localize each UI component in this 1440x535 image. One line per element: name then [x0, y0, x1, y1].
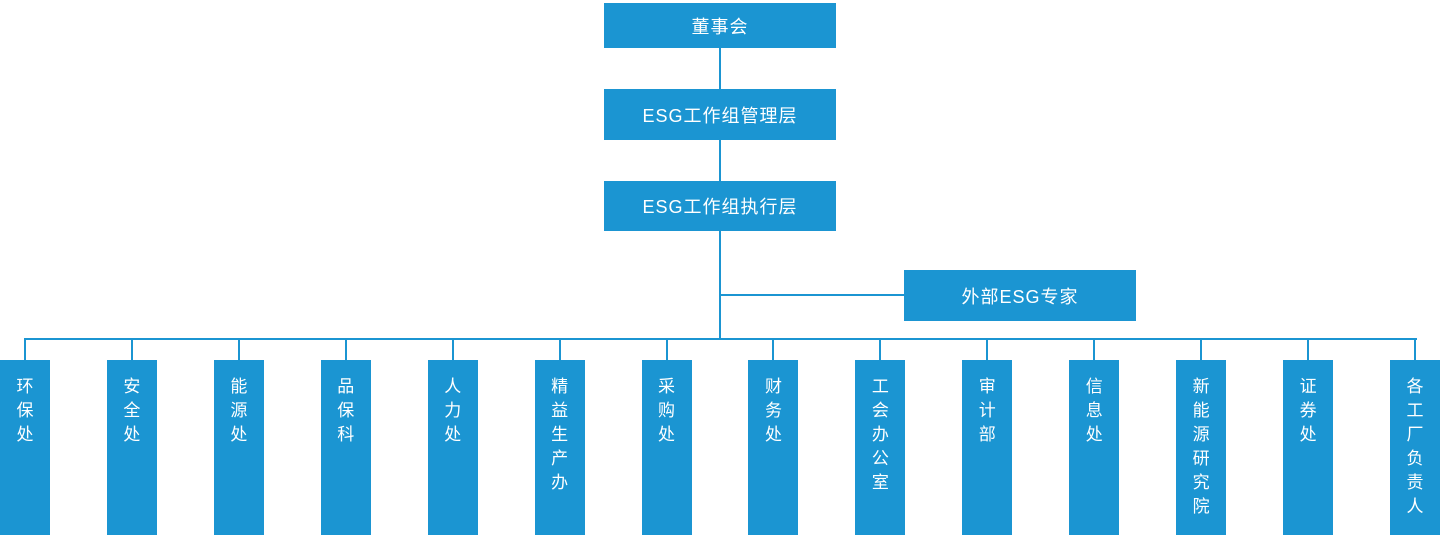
department-label: 新 能 源 研 究 院	[1192, 377, 1210, 516]
department-label: 审 计 部	[978, 377, 996, 444]
department-box: 品 保 科	[320, 360, 371, 535]
department-node: 采 购 处	[641, 340, 692, 535]
connector-line	[24, 340, 26, 360]
department-label: 信 息 处	[1085, 377, 1103, 444]
connector-exec-to-expert	[719, 294, 904, 296]
department-box: 能 源 处	[213, 360, 264, 535]
department-label: 品 保 科	[337, 377, 355, 444]
department-box: 采 购 处	[641, 360, 692, 535]
department-box: 证 券 处	[1283, 360, 1334, 535]
department-label: 采 购 处	[658, 377, 676, 444]
connector-line	[130, 340, 133, 360]
department-label: 安 全 处	[123, 377, 141, 444]
department-node: 精 益 生 产 办	[534, 340, 585, 535]
department-row: 环 保 处安 全 处能 源 处品 保 科人 力 处精 益 生 产 办采 购 处财…	[0, 340, 1440, 535]
department-node: 财 务 处	[748, 340, 799, 535]
department-label: 各 工 厂 负 责 人	[1406, 377, 1424, 516]
department-box: 各 工 厂 负 责 人	[1389, 360, 1440, 535]
department-node: 人 力 处	[427, 340, 478, 535]
connector-line	[1307, 340, 1310, 360]
department-node: 审 计 部	[962, 340, 1013, 535]
connector-line	[665, 340, 668, 360]
department-box: 精 益 生 产 办	[534, 360, 585, 535]
department-box: 安 全 处	[106, 360, 157, 535]
connector-line	[772, 340, 775, 360]
connector-bus-line	[24, 338, 1417, 340]
connector-board-to-mgmt	[719, 48, 721, 89]
department-box: 审 计 部	[962, 360, 1013, 535]
node-board-of-directors: 董事会	[604, 3, 836, 48]
node-external-esg-experts: 外部ESG专家	[904, 270, 1136, 321]
node-esg-management-layer: ESG工作组管理层	[604, 89, 836, 140]
department-box: 环 保 处	[0, 360, 50, 535]
department-node: 环 保 处	[0, 340, 50, 535]
connector-line	[986, 340, 989, 360]
department-node: 能 源 处	[213, 340, 264, 535]
department-box: 人 力 处	[427, 360, 478, 535]
connector-mgmt-to-exec	[719, 140, 721, 181]
connector-line	[1093, 340, 1096, 360]
department-node: 各 工 厂 负 责 人	[1389, 340, 1440, 535]
department-node: 新 能 源 研 究 院	[1176, 340, 1227, 535]
department-box: 财 务 处	[748, 360, 799, 535]
department-node: 证 券 处	[1283, 340, 1334, 535]
department-label: 能 源 处	[230, 377, 248, 444]
department-label: 精 益 生 产 办	[551, 377, 569, 492]
connector-line	[1413, 340, 1416, 360]
department-label: 证 券 处	[1299, 377, 1317, 444]
connector-line	[558, 340, 561, 360]
department-box: 信 息 处	[1069, 360, 1120, 535]
department-label: 财 务 处	[764, 377, 782, 444]
connector-line	[879, 340, 882, 360]
department-node: 信 息 处	[1069, 340, 1120, 535]
department-box: 工 会 办 公 室	[855, 360, 906, 535]
connector-exec-to-bus	[719, 231, 721, 340]
connector-line	[237, 340, 240, 360]
department-node: 工 会 办 公 室	[855, 340, 906, 535]
department-node: 品 保 科	[320, 340, 371, 535]
connector-line	[451, 340, 454, 360]
department-label: 人 力 处	[444, 377, 462, 444]
department-box: 新 能 源 研 究 院	[1176, 360, 1227, 535]
department-label: 环 保 处	[16, 377, 34, 444]
connector-line	[1200, 340, 1203, 360]
connector-line	[344, 340, 347, 360]
node-esg-execution-layer: ESG工作组执行层	[604, 181, 836, 231]
department-label: 工 会 办 公 室	[871, 377, 889, 492]
department-node: 安 全 处	[106, 340, 157, 535]
